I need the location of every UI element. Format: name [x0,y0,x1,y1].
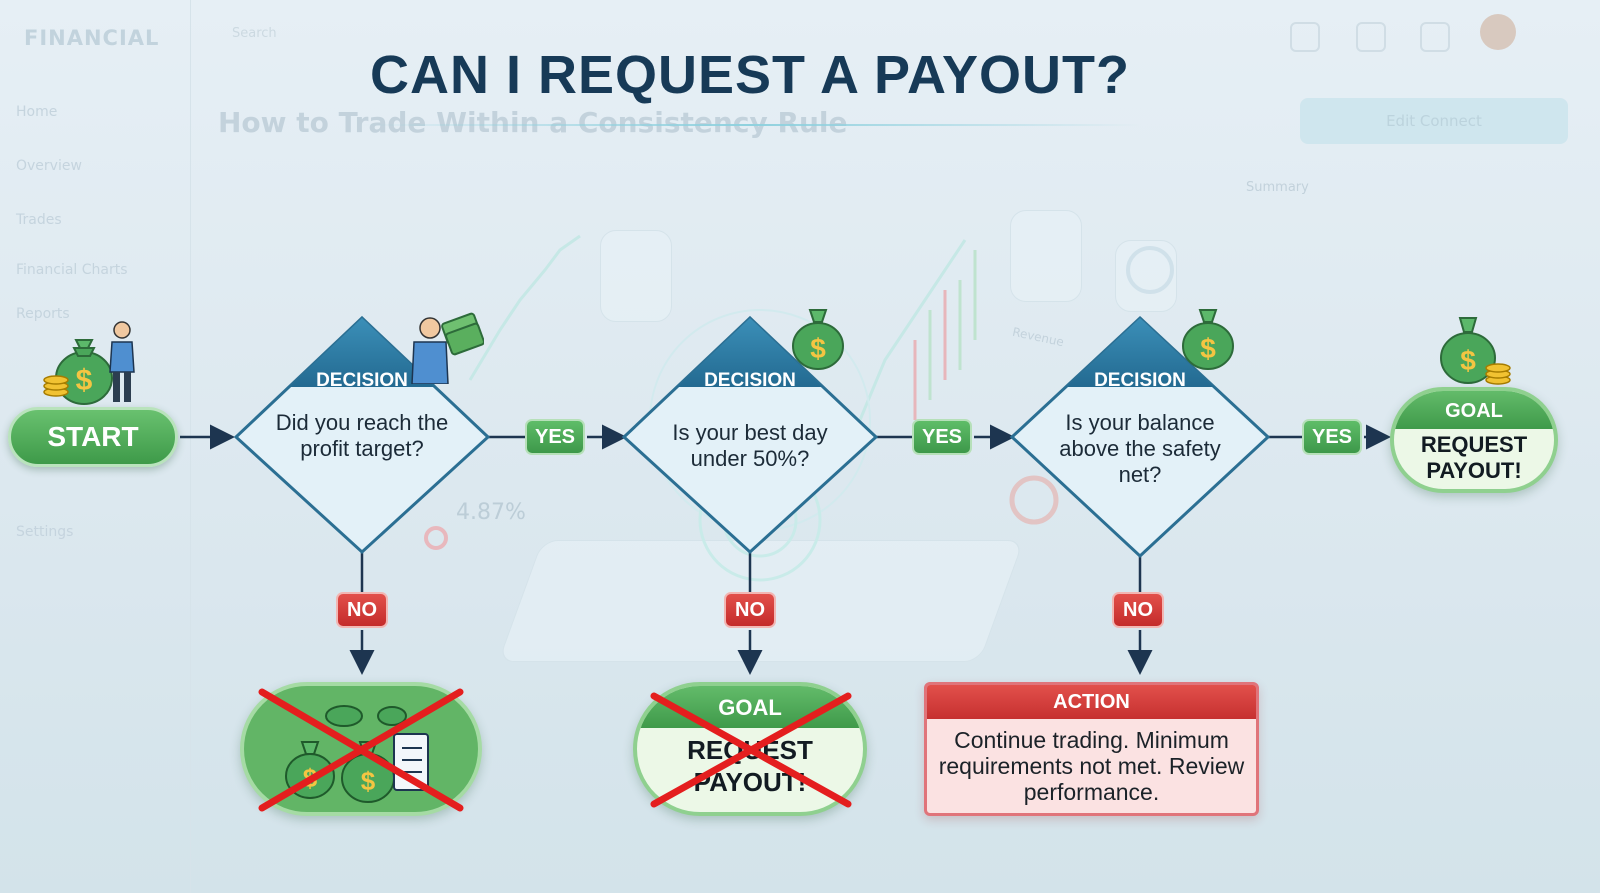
page-title: CAN I REQUEST A PAYOUT? [369,45,1131,105]
decision-1-label: DECISION [316,370,408,391]
svg-text:$: $ [76,364,93,397]
start-node: START [8,407,178,467]
decision-diamond-3 [1009,315,1271,559]
action-text: Continue trading. Minimum requirements n… [938,727,1245,805]
background-nav-item: Financial Charts [16,262,128,278]
background-card [600,230,672,322]
no-badge-2: NO [724,592,776,628]
goal-label: GOAL [1394,391,1554,429]
background-bell-icon [1420,22,1450,52]
background-stat: 4.87% [456,500,526,525]
decision-1-question: Did you reach the profit target? [275,410,449,461]
title-underline [360,124,1140,126]
svg-text:$: $ [361,766,376,796]
yes-badge-3: YES [1302,419,1362,455]
background-nav-item: Settings [16,524,74,540]
background-nav-item: Overview [16,158,82,174]
no-badge-3: NO [1112,592,1164,628]
background-search: Search [232,26,277,41]
cash-icon [411,312,484,384]
money-bag-icon: $ [1182,309,1234,370]
yes-badge-1: YES [525,419,585,455]
background-card [1010,210,1082,302]
background-card [1115,240,1177,312]
background-toolbar-icon [1356,22,1386,52]
background-subtitle: How to Trade Within a Consistency Rule [218,106,848,139]
goal-text: REQUEST PAYOUT! [1420,432,1528,483]
yes-badge-2: YES [912,419,972,455]
decision-diamond-1 [233,315,491,555]
background-nav-item: Reports [16,306,70,322]
money-bag-icon: $ $ [285,705,429,803]
background-summary: Summary [1246,180,1309,195]
decision-2-label: DECISION [704,370,796,391]
cross-icon [258,688,464,812]
goal-request-payout: GOAL REQUEST PAYOUT! [1390,387,1558,493]
action-label: ACTION [927,685,1256,719]
svg-text:$: $ [810,333,826,364]
background-nav-item: Trades [16,212,62,228]
cross-icon [650,692,852,808]
no-badge-1: NO [336,592,388,628]
svg-text:$: $ [1460,345,1476,376]
money-bag-icon: $ [792,309,844,370]
decision-3-label: DECISION [1094,370,1186,391]
background-toolbar-icon [1290,22,1320,52]
background-avatar [1480,14,1516,50]
background-brand: FINANCIAL [24,26,160,50]
background-button: Edit Connect [1300,98,1568,144]
decision-3-question: Is your balance above the safety net? [1059,410,1221,487]
decision-2-question: Is your best day under 50%? [672,420,828,471]
svg-text:$: $ [1200,333,1216,364]
person-icon [109,321,135,402]
background-sidebar [0,0,191,893]
money-bag-icon: $ [1440,317,1511,385]
decision-diamond-2 [621,315,879,555]
money-bag-icon: $ [43,339,113,405]
action-node: ACTION Continue trading. Minimum require… [924,682,1259,816]
background-nav-item: Home [16,104,58,120]
